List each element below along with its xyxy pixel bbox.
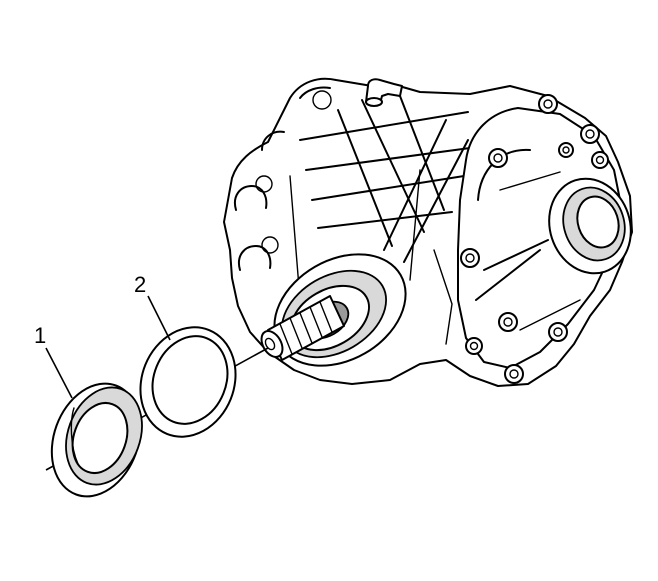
callout-1-leader	[45, 347, 73, 399]
splined-shaft	[260, 295, 345, 361]
cover-bolts	[460, 94, 609, 384]
callout-1-label: 1	[34, 323, 46, 348]
right-output-seal	[548, 177, 632, 275]
callout-2-leader	[147, 295, 171, 341]
differential-housing	[223, 77, 633, 387]
callout-2: 2	[134, 272, 171, 341]
shim-washer	[139, 326, 237, 438]
callout-1: 1	[34, 323, 73, 399]
axle-seal	[50, 382, 143, 498]
callout-2-label: 2	[134, 272, 146, 297]
